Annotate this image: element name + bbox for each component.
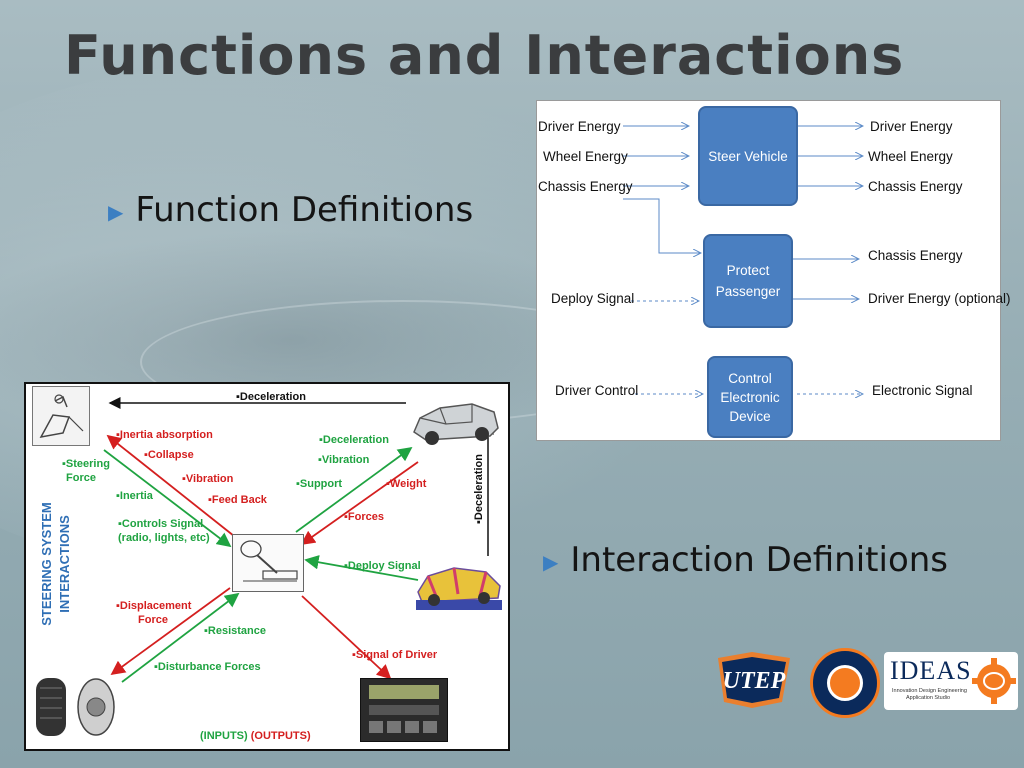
arrow [121,592,240,683]
ideas-logo: IDEAS Innovation Design Engineering Appl… [884,652,1018,710]
label-line: (radio, lights, etc) [118,532,210,544]
legend-inputs: (INPUTS) [200,730,248,742]
utep-logo: UTEP [712,650,796,710]
arrow [623,198,701,253]
label-line: ▪Displacement [116,600,192,612]
output-label: Chassis Energy [868,179,963,194]
side-title: STEERING SYSTEM INTERACTIONS [38,464,78,664]
input-label: Deploy Signal [551,291,635,306]
block-label: Device [729,408,771,424]
label-resistance: ▪Resistance [204,625,266,637]
arrow [110,587,231,676]
label-vibration-input: ▪Vibration [318,454,370,466]
crash-car-icon [416,567,502,610]
slide-title: Functions and Interactions [64,24,905,87]
label-line: Force [66,472,96,484]
label-line: ▪Steering [62,458,110,470]
seal-icon [827,665,863,701]
label-steering-force: ▪Steering Force [62,457,110,485]
radio-icon [369,685,439,733]
label-collapse: ▪Collapse [144,449,194,461]
label-deploy-signal: ▪Deploy Signal [344,560,421,572]
driver-icon [39,394,84,439]
label-forces: ▪Forces [344,511,384,523]
steering-interactions-diagram: STEERING SYSTEM INTERACTIONS ▪Decelerati… [24,382,510,751]
car-radio-drawing [360,678,448,742]
input-label: Wheel Energy [543,149,628,164]
block-label: Electronic [720,389,780,405]
arrow [300,461,419,546]
label-displacement-force: ▪Displacement Force [116,599,191,627]
car-frame-icon [413,403,499,445]
output-label: Driver Energy (optional) [868,291,1011,306]
block-protect-passenger: Protect Passenger [703,234,793,328]
wheel-tire-drawing [34,674,118,740]
car-body-frame-drawing [410,390,502,448]
label-weight: ▪Weight [386,478,427,490]
crash-car-drawing [414,556,504,612]
steering-column-drawing [232,534,304,592]
triangle-right-icon: ▶ [108,199,124,224]
utep-logo-text: UTEP [723,668,786,694]
ideas-logo-text: IDEAS [890,656,972,685]
output-label: Wheel Energy [868,149,953,164]
label-controls-signal: ▪Controls Signal (radio, lights, etc) [118,517,210,545]
label-feed-back: ▪Feed Back [208,494,267,506]
output-label: Driver Energy [870,119,953,134]
label-deceleration: ▪Deceleration [319,434,389,446]
label-right-deceleration: ▪Deceleration [472,454,485,524]
block-control-electronic-device: Control Electronic Device [707,356,793,438]
block-label: Passenger [715,284,781,299]
label-top-deceleration: ▪Deceleration [236,391,306,403]
tire-icon [36,678,115,736]
function-definitions-diagram: Steer Vehicle Protect Passenger Control … [536,100,1011,441]
arrow [103,449,232,548]
bullet-interaction-definitions: ▶ Interaction Definitions [543,540,948,580]
college-seal-logo [810,648,880,718]
function-arrows [623,101,1000,440]
label-support: ▪Support [296,478,343,490]
triangle-right-icon: ▶ [543,549,559,574]
input-label: Driver Energy [538,119,621,134]
label-line: ▪Controls Signal [118,518,204,530]
legend-outputs: (OUTPUTS) [250,730,311,742]
utep-logo-icon: UTEP [718,652,790,708]
bullet-text: Function Definitions [135,190,474,230]
bullet-function-definitions: ▶ Function Definitions [108,190,473,230]
ideas-subtext-line: Application Studio [906,695,951,701]
block-label: Protect [726,263,770,278]
arrow [301,595,392,680]
label-vibration-output: ▪Vibration [182,473,234,485]
side-title-line: INTERACTIONS [57,515,72,613]
label-signal-of-driver: ▪Signal of Driver [352,649,438,661]
block-label: Steer Vehicle [708,148,788,164]
interaction-arrows [103,397,494,683]
output-label: Chassis Energy [868,248,963,263]
ideas-subtext-line: Innovation Design Engineering [892,688,967,694]
output-label: Electronic Signal [872,383,973,398]
arrow [295,446,413,533]
block-label: Control [728,370,772,386]
side-title-line: STEERING SYSTEM [39,502,54,626]
block-steer-vehicle: Steer Vehicle [698,106,798,206]
label-line: Force [138,614,168,626]
ideas-logo-subtext: Innovation Design Engineering Applicatio… [892,688,967,702]
arrow [106,434,235,537]
gear-brain-icon [972,658,1016,704]
label-inertia-absorption: ▪Inertia absorption [116,429,213,441]
steering-wheel-icon [240,540,298,582]
input-label: Chassis Energy [538,179,633,194]
bullet-text: Interaction Definitions [570,540,949,580]
driver-seat-drawing [32,386,90,446]
legend: (INPUTS) (OUTPUTS) [200,729,311,743]
input-label: Driver Control [555,383,639,398]
label-inertia: ▪Inertia [116,490,153,502]
label-disturbance-forces: ▪Disturbance Forces [154,661,261,673]
arrow [304,555,419,581]
